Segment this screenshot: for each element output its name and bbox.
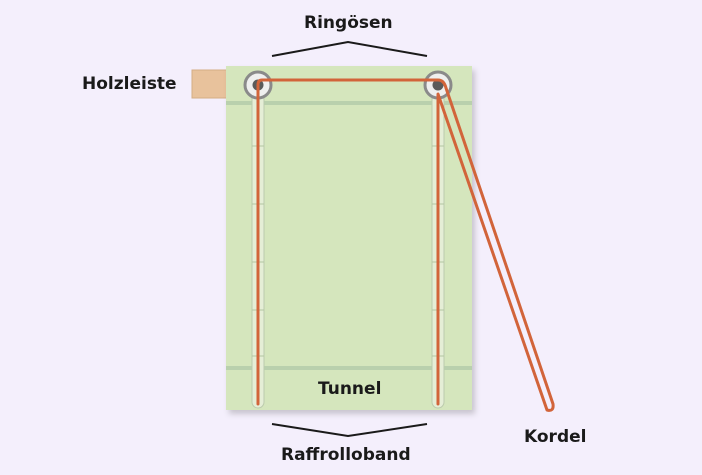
raffrolloband-bracket [271, 423, 428, 438]
label-raffrolloband: Raffrolloband [281, 445, 411, 465]
wooden-batten [191, 69, 233, 99]
ringoesen-bracket [271, 40, 428, 57]
label-holzleiste: Holzleiste [82, 74, 177, 94]
label-kordel: Kordel [524, 427, 587, 447]
fabric-panel [226, 66, 472, 410]
top-seam [226, 101, 472, 105]
label-tunnel: Tunnel [318, 379, 382, 399]
label-ringoesen: Ringösen [304, 13, 393, 33]
cord [256, 78, 555, 412]
bottom-seam [226, 366, 472, 370]
